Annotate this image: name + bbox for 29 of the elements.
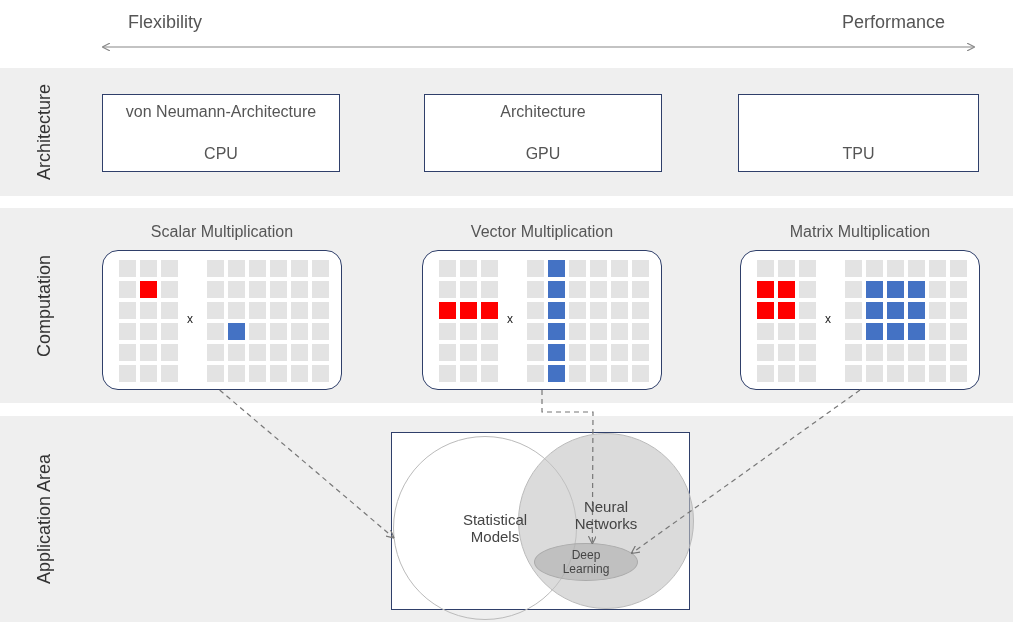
band-title: Application Area	[34, 453, 55, 585]
multiply-sign: x	[825, 312, 831, 326]
band-panel	[0, 68, 1013, 196]
circle-label: Statistical Models	[461, 511, 529, 545]
band-title: Architecture	[34, 84, 55, 180]
dashed-arrow	[219, 389, 395, 539]
architecture-box	[102, 94, 340, 172]
box-title: von Neumann-Architecture	[124, 103, 318, 121]
dashed-arrow	[630, 389, 861, 555]
band-title: Computation	[34, 254, 55, 357]
box-heading: Scalar Multiplication	[149, 223, 295, 241]
circle-label: Deep Learning	[561, 548, 611, 576]
band-panel	[0, 416, 1013, 622]
architecture-box	[738, 94, 979, 172]
axis-label: Performance	[842, 12, 946, 33]
circle-label: Neural Networks	[573, 498, 639, 532]
box-subtitle: GPU	[524, 145, 562, 163]
ellipse	[534, 543, 638, 581]
dashed-arrow	[541, 389, 597, 545]
band-panel	[0, 208, 1013, 403]
multiply-sign: x	[187, 312, 193, 326]
box-heading: Matrix Multiplication	[788, 223, 932, 241]
box-heading: Vector Multiplication	[469, 223, 615, 241]
axis-label: Flexibility	[128, 12, 202, 33]
multiply-sign: x	[507, 312, 513, 326]
architecture-box	[424, 94, 662, 172]
box-subtitle: TPU	[841, 145, 876, 163]
box-subtitle: CPU	[203, 145, 239, 163]
box-title: Architecture	[499, 103, 587, 121]
